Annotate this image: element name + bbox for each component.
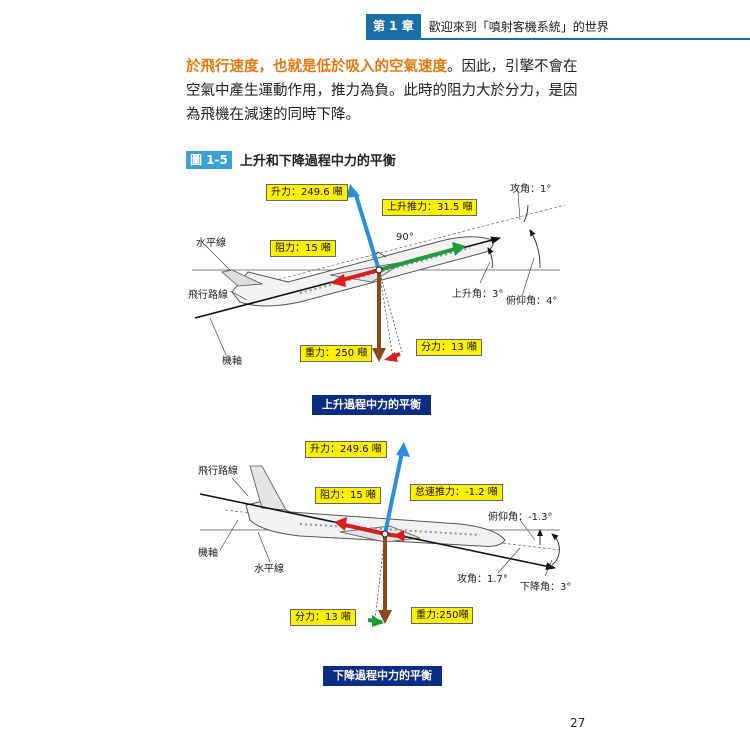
climb-attack-angle-label: 攻角：1° <box>510 184 552 195</box>
descent-caption-badge: 下降過程中力的平衡 <box>323 666 442 686</box>
climb-weight-label: 重力：250 噸 <box>300 345 373 362</box>
climb-weight-arrowhead <box>372 348 386 362</box>
descent-drag-arrowhead <box>334 517 347 531</box>
page-header: 第 1 章 歡迎來到「噴射客機系統」的世界 <box>366 14 609 38</box>
climb-lift-label: 升力：249.6 噸 <box>266 184 348 201</box>
climb-thrust-label: 上升推力：31.5 噸 <box>382 199 478 216</box>
descent-component-label: 分力：13 噸 <box>290 609 356 626</box>
descent-drag-label: 阻力：15 噸 <box>315 487 381 504</box>
descent-lift-arrow <box>383 451 404 535</box>
descent-weight-label: 重力:250噸 <box>411 607 474 624</box>
descent-airplane <box>245 465 506 547</box>
climb-climb-angle-label: 上升角：3° <box>452 289 504 300</box>
climb-drag-label: 阻力：15 噸 <box>270 240 336 257</box>
header-rule <box>366 38 750 40</box>
climb-component-label: 分力：13 噸 <box>416 339 482 356</box>
climb-center-point <box>375 266 383 274</box>
climb-caption-badge: 上升過程中力的平衡 <box>312 395 431 415</box>
descent-center-point <box>381 530 389 538</box>
climb-attack-arc <box>523 204 529 223</box>
body-text-rest: 。因此，引擎不會在空氣中產生運動作用，推力為負。此時的阻力大於分力，是因為飛機在… <box>186 59 578 123</box>
chapter-title: 歡迎來到「噴射客機系統」的世界 <box>428 19 609 34</box>
descent-horizontal-label: 水平線 <box>254 564 284 575</box>
figure-title: 圖 1-5 上升和下降過程中力的平衡 <box>186 150 396 169</box>
descent-diagram <box>199 442 561 627</box>
descent-weight-arrowhead <box>378 610 392 624</box>
climb-thrust-arrowhead <box>452 242 466 256</box>
climb-angle-arc-2 <box>529 229 541 269</box>
descent-component-arrowhead <box>372 615 384 627</box>
body-paragraph: 於飛行速度，也就是低於吸入的空氣速度。因此，引擎不會在空氣中產生運動作用，推力為… <box>186 55 586 127</box>
descent-drag-arrow <box>344 523 386 536</box>
climb-lift-arrowhead <box>346 184 360 198</box>
descent-pitch-angle-label: 俯仰角：-1.3° <box>488 512 553 523</box>
descent-descent-angle-label: 下降角：3° <box>520 582 572 593</box>
chapter-badge: 第 1 章 <box>366 14 421 38</box>
climb-component-arrowhead <box>384 352 398 362</box>
climb-diagram <box>192 184 566 362</box>
climb-flight-path-label: 飛行路線 <box>188 290 228 301</box>
climb-drag-arrow <box>341 268 380 282</box>
highlight-text: 於飛行速度，也就是低於吸入的空氣速度 <box>186 59 447 75</box>
figure-caption: 上升和下降過程中力的平衡 <box>239 154 396 169</box>
climb-horizontal-label: 水平線 <box>196 238 226 249</box>
descent-angle-arc-2 <box>551 533 560 566</box>
descent-thrust-arrowhead <box>394 530 404 542</box>
climb-lift-arrow <box>353 191 381 271</box>
page-number: 27 <box>570 716 586 730</box>
climb-axis-label: 機軸 <box>222 356 242 367</box>
descent-attack-angle-label: 攻角：1.7° <box>457 574 508 585</box>
descent-flight-path-label: 飛行路線 <box>198 466 238 477</box>
descent-axis-label: 機軸 <box>198 548 218 559</box>
climb-right-angle-label: 90° <box>396 232 414 243</box>
climb-thrust-arrow <box>378 247 456 272</box>
climb-drag-arrowhead <box>330 274 346 287</box>
climb-pitch-angle-label: 俯仰角：4° <box>506 296 558 307</box>
figure-number: 圖 1-5 <box>186 150 232 169</box>
descent-lift-label: 升力：249.6 噸 <box>305 441 387 458</box>
climb-angle-arc-1 <box>487 247 494 269</box>
descent-lift-arrowhead <box>396 442 410 457</box>
descent-thrust-label: 怠速推力：-1.2 噸 <box>410 484 503 501</box>
climb-axis-line <box>229 204 566 293</box>
